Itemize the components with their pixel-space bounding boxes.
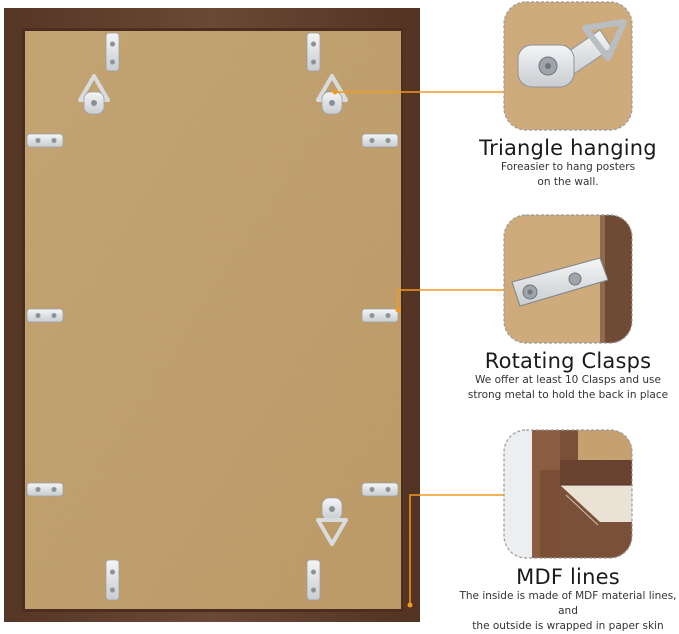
callout-line-clasp bbox=[397, 289, 504, 310]
feature-mdf-lines: MDF lines The inside is made of MDF mate… bbox=[453, 565, 679, 634]
rotating-clasp-closeup bbox=[503, 214, 633, 344]
feature-description: We offer at least 10 Clasps and use stro… bbox=[467, 374, 669, 401]
feature-description: Foreasier to hang posters on the wall. bbox=[500, 161, 636, 188]
clasp-left-lower bbox=[26, 482, 64, 497]
feature-title: Rotating Clasps bbox=[484, 349, 652, 373]
feature-triangle-hanging: Triangle hanging Foreasier to hang poste… bbox=[453, 136, 679, 190]
feature-title: MDF lines bbox=[516, 565, 620, 589]
clasp-right-upper bbox=[361, 133, 399, 148]
feature-description: The inside is made of MDF material lines… bbox=[459, 590, 677, 632]
clasp-bottom-right bbox=[306, 559, 321, 601]
clasp-left-upper bbox=[26, 133, 64, 148]
triangle-hanger-bottom bbox=[316, 497, 348, 546]
triangle-hanger-right bbox=[316, 74, 348, 115]
feature-rotating-clasps: Rotating Clasps We offer at least 10 Cla… bbox=[453, 349, 679, 403]
triangle-hanger-closeup bbox=[503, 1, 633, 131]
clasp-right-lower bbox=[361, 482, 399, 497]
clasp-right-middle bbox=[361, 308, 399, 323]
clasp-left-middle bbox=[26, 308, 64, 323]
clasp-top-left bbox=[105, 32, 120, 72]
callout-line-mdf bbox=[409, 494, 504, 605]
triangle-hanger-left bbox=[78, 74, 110, 115]
feature-title: Triangle hanging bbox=[479, 136, 657, 160]
mdf-corner-closeup bbox=[503, 429, 633, 559]
clasp-top-right bbox=[306, 32, 321, 72]
clasp-bottom-left bbox=[105, 559, 120, 601]
